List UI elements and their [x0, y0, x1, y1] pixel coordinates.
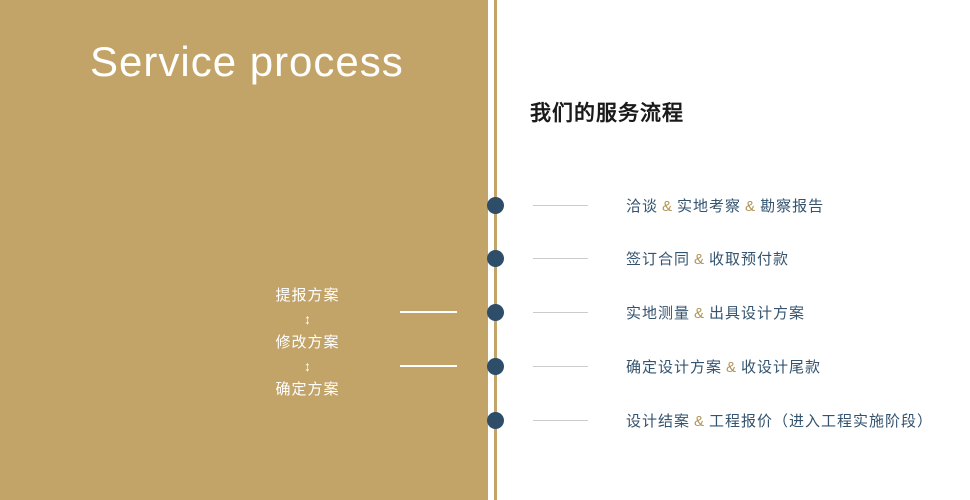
timeline-row: 实地测量&出具设计方案 [533, 303, 805, 323]
step-text: 确定设计方案&收设计尾款 [626, 358, 822, 376]
up-down-arrow-icon: ↕ [304, 358, 311, 374]
step-text: 实地测量&出具设计方案 [626, 305, 806, 322]
timeline-row: 确定设计方案&收设计尾款 [533, 356, 821, 376]
step-text: 签订合同&收取预付款 [626, 251, 790, 269]
timeline-dot [487, 250, 504, 268]
step-text: 设计结案&工程报价（进入工程实施阶段） [626, 412, 934, 430]
left-panel [0, 0, 488, 500]
dash-line [533, 204, 588, 206]
timeline-row: 签订合同&收取预付款 [533, 249, 789, 269]
ampersand-separator: & [694, 305, 706, 322]
timeline-dot [487, 411, 504, 429]
step-text: 洽谈&实地考察&勘察报告 [626, 197, 825, 215]
timeline-row: 洽谈&实地考察&勘察报告 [533, 195, 824, 215]
vertical-divider-line [494, 0, 497, 500]
timeline-dot [487, 196, 504, 214]
dash-line [533, 258, 588, 260]
revision-flow: 提报方案 ↕ 修改方案 ↕ 确定方案 [255, 284, 360, 401]
timeline-dot [487, 357, 504, 375]
section-heading: 我们的服务流程 [530, 102, 684, 125]
flow-step-label: 修改方案 [275, 334, 340, 351]
timeline-dot [487, 304, 504, 321]
dash-line [533, 312, 588, 313]
ampersand-separator: & [694, 412, 706, 430]
connector-line-top [400, 311, 457, 313]
ampersand-separator: & [745, 197, 757, 215]
dash-line [533, 365, 588, 367]
connector-line-bottom [400, 365, 457, 367]
page-title: Service process [90, 38, 404, 85]
dash-line [533, 419, 588, 421]
ampersand-separator: & [726, 358, 738, 376]
flow-step-label: 提报方案 [275, 287, 340, 304]
ampersand-separator: & [662, 197, 674, 215]
up-down-arrow-icon: ↕ [304, 311, 311, 327]
ampersand-separator: & [694, 251, 706, 269]
flow-step-label: 确定方案 [275, 381, 340, 398]
timeline-row: 设计结案&工程报价（进入工程实施阶段） [533, 410, 933, 430]
